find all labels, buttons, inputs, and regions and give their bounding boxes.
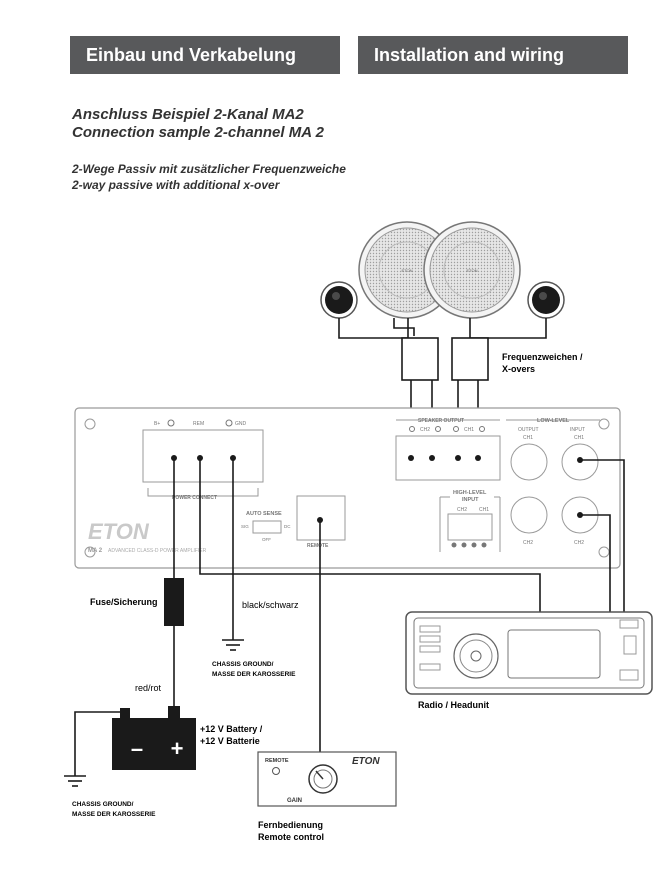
power-wires: [74, 458, 625, 776]
battery-label-de: +12 V Batterie: [200, 736, 260, 746]
header-title-english: Installation and wiring: [358, 36, 628, 74]
remote-gain-label: GAIN: [287, 798, 302, 804]
svg-text:ETON: ETON: [401, 268, 412, 273]
low-output-label: OUTPUT: [518, 427, 539, 433]
low-output-ch2: CH2: [523, 540, 533, 546]
auto-sense-dc: DC: [284, 524, 291, 529]
speaker-ch2: CH2: [420, 427, 430, 433]
high-level-label: HIGH-LEVEL: [453, 490, 487, 496]
remote-label-de: Fernbedienung: [258, 820, 323, 830]
battery: – +: [112, 706, 196, 770]
heading-connection-de: Anschluss Beispiel 2-Kanal MA2: [72, 106, 304, 123]
terminal-rem: REM: [193, 421, 204, 427]
tweeter-left: [320, 281, 358, 319]
woofer-right: ETON: [423, 221, 521, 319]
wire-dots: [171, 455, 583, 523]
speaker-terminal-dots: [408, 455, 481, 461]
amplifier-brand: ETON: [88, 519, 150, 544]
tweeter-right: [527, 281, 565, 319]
power-connect-label: POWER CONNECT: [172, 495, 217, 501]
low-level-label: LOW-LEVEL: [537, 418, 570, 424]
radio-label: Radio / Headunit: [418, 700, 489, 710]
hl-ch2: CH2: [457, 507, 467, 513]
fuse: [164, 578, 184, 626]
chassis-ground-2b: MASSE DER KAROSSERIE: [72, 811, 156, 818]
red-wire-label: red/rot: [135, 683, 162, 693]
remote-brand: ETON: [352, 756, 380, 767]
auto-sense-sig: SIG: [241, 524, 249, 529]
battery-plus: +: [171, 736, 184, 761]
heading-connection-en: Connection sample 2-channel MA 2: [72, 124, 324, 141]
remote-label-en: Remote control: [258, 832, 324, 842]
amplifier-subtitle: ADVANCED CLASS-D POWER AMPLIFIER: [108, 548, 207, 554]
low-input-ch1: CH1: [574, 435, 584, 441]
hl-ch1: CH1: [479, 507, 489, 513]
high-level-input-label: INPUT: [462, 497, 479, 503]
amplifier-model: MA 2: [88, 548, 103, 554]
low-input-label: INPUT: [570, 427, 585, 433]
remote-control: REMOTE GAIN ETON: [257, 751, 397, 807]
header-title-german: Einbau und Verkabelung: [70, 36, 340, 74]
headunit: [405, 611, 653, 695]
speaker-ch1: CH1: [464, 427, 474, 433]
chassis-ground-2: CHASSIS GROUND/: [72, 801, 134, 808]
fuse-label: Fuse/Sicherung: [90, 597, 158, 607]
xovers-label-en: X-overs: [502, 364, 535, 374]
remote-unit-label: REMOTE: [265, 758, 289, 764]
auto-sense-off: OFF: [262, 537, 271, 542]
terminal-gnd: GND: [235, 421, 247, 427]
terminal-bplus: B+: [154, 421, 160, 427]
amplifier-panel: B+ REM GND POWER CONNECT SPEAKER OUTPUT …: [74, 407, 621, 569]
speaker-output-label: SPEAKER OUTPUT: [418, 418, 464, 424]
auto-sense-label: AUTO SENSE: [246, 511, 282, 517]
remote-jack-label: REMOTE: [307, 543, 329, 549]
heading-passive-en: 2-way passive with additional x-over: [72, 178, 280, 192]
ground-symbol-2: [64, 775, 86, 787]
chassis-ground-1: CHASSIS GROUND/: [212, 661, 274, 668]
svg-text:ETON: ETON: [466, 268, 477, 273]
battery-label: +12 V Battery /: [200, 724, 263, 734]
black-wire-label: black/schwarz: [242, 600, 299, 610]
low-input-ch2: CH2: [574, 540, 584, 546]
low-output-ch1: CH1: [523, 435, 533, 441]
battery-minus: –: [131, 736, 143, 761]
xovers-label: Frequenzweichen /: [502, 352, 583, 362]
ground-symbol-1: [222, 639, 244, 651]
chassis-ground-1b: MASSE DER KAROSSERIE: [212, 671, 296, 678]
heading-passive-de: 2-Wege Passiv mit zusätzlicher Frequenzw…: [72, 162, 346, 176]
